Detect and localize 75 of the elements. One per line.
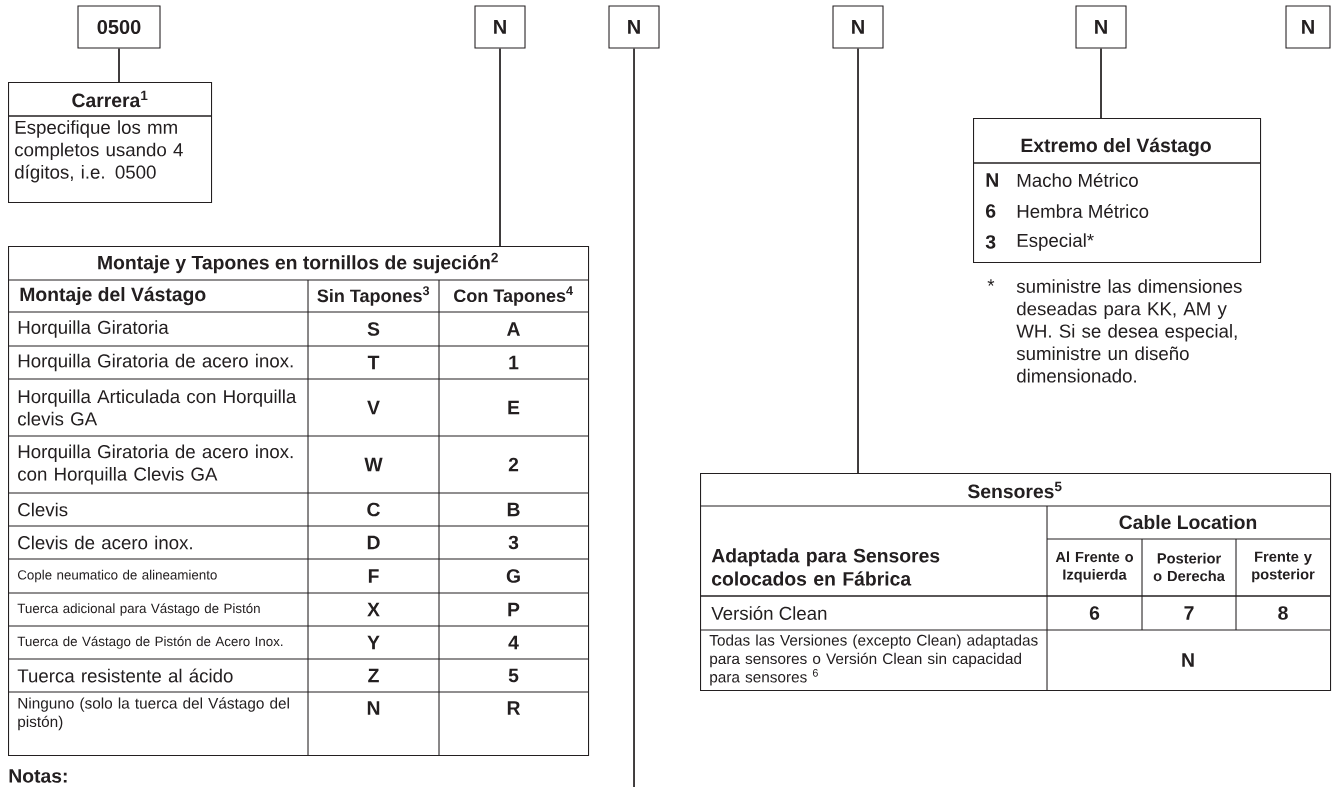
column-header: Posterior o Derecha bbox=[1153, 552, 1225, 582]
code-letter: 3 bbox=[985, 235, 996, 249]
table-cell: Tuerca de Vástago de Pistón de Acero Inox. bbox=[17, 636, 283, 649]
code-letter: 6 bbox=[1089, 606, 1100, 620]
code-letter: S bbox=[367, 322, 380, 336]
code-letter: N bbox=[1182, 653, 1194, 667]
code-letter: 4 bbox=[508, 635, 519, 650]
code-letter: D bbox=[367, 535, 380, 550]
table-cell: Clevis de acero inox. bbox=[18, 535, 192, 550]
table bbox=[8, 246, 590, 757]
code-box: 0500 bbox=[77, 5, 161, 49]
table-cell: Horquilla Giratoria bbox=[18, 320, 169, 338]
option-text: Macho Métrico bbox=[1017, 173, 1138, 187]
code-letter: Z bbox=[368, 668, 379, 683]
code-letter: 1 bbox=[509, 355, 519, 370]
table-cell: Ninguno (solo la tuerca del Vástago del pistón) bbox=[18, 697, 289, 731]
table bbox=[700, 473, 1332, 692]
table-title: Sensores$^{5}$ bbox=[967, 481, 1062, 499]
code-letter: T bbox=[367, 355, 380, 370]
table-cell: Cople neumatico de alineamiento bbox=[17, 569, 217, 583]
connector-line bbox=[118, 47, 120, 83]
table-cell: Horquilla Articulada con Horquilla clevis GA bbox=[18, 389, 297, 426]
connector-line bbox=[499, 47, 501, 247]
column-header: Al Frente o Izquierda bbox=[1055, 551, 1134, 583]
box-text: Especifique los mm completos usando 4 dígitos, i.e. 0500 bbox=[15, 120, 183, 183]
code-letter: R bbox=[507, 701, 521, 715]
column-header: Adaptada para Sensores colocados en Fábrica bbox=[711, 548, 940, 586]
column-header: Cable Location bbox=[1119, 514, 1257, 530]
code-letter: X bbox=[367, 602, 380, 617]
code-letter: Y bbox=[367, 635, 380, 650]
key-box bbox=[972, 118, 1262, 264]
column-header: Con Tapones$^{4}$ bbox=[454, 286, 573, 306]
code-letter: 6 bbox=[986, 204, 996, 218]
column-header: Frente y posterior bbox=[1252, 551, 1315, 583]
table-cell: Tuerca adicional para Vástago de Pistón bbox=[17, 603, 260, 616]
code-box: N bbox=[832, 5, 884, 49]
code-box: N bbox=[1285, 5, 1331, 49]
code-box: N bbox=[1075, 5, 1127, 49]
code-letter: G bbox=[506, 569, 520, 583]
column-header: Montaje del Vástago bbox=[20, 286, 206, 306]
footnote-mark: * bbox=[987, 279, 995, 286]
connector-line bbox=[633, 47, 635, 787]
code-letter: 3 bbox=[508, 535, 519, 550]
code-letter: W bbox=[364, 457, 383, 472]
code-letter: P bbox=[508, 602, 520, 617]
table-title: Montaje y Tapones en tornillos de sujeción$^{2}$ bbox=[98, 252, 498, 274]
footnote-text: suministre las dimensiones deseadas para KK, AM y WH. Si se desea especial, suministre un diseño dimensionado. bbox=[1016, 279, 1242, 383]
column-header: Sin Tapones$^{3}$ bbox=[317, 286, 430, 306]
connector-line bbox=[857, 47, 859, 474]
connector-line bbox=[1100, 47, 1102, 119]
code-letter: 5 bbox=[508, 668, 519, 683]
box-title: Extremo del Vástago bbox=[1021, 137, 1211, 157]
code-letter: V bbox=[367, 400, 380, 415]
code-letter: N bbox=[986, 173, 998, 187]
code-letter: F bbox=[368, 569, 379, 583]
code-box: N bbox=[608, 5, 660, 49]
table-cell: Tuerca resistente al ácido bbox=[17, 668, 233, 683]
code-box: N bbox=[474, 5, 526, 49]
table-cell: Versión Clean bbox=[711, 606, 827, 620]
table-cell: Clevis bbox=[18, 502, 68, 517]
table-cell: Todas las Versiones (excepto Clean) adaptadas para sensores o Versión Clean sin capacidad para sensores $^{6}$ bbox=[709, 634, 1038, 686]
option-text: Especial* bbox=[1017, 233, 1094, 251]
option-text: Hembra Métrico bbox=[1017, 204, 1149, 218]
code-letter: A bbox=[507, 322, 520, 336]
code-letter: 2 bbox=[508, 457, 519, 472]
box-title: Carrera$^{1}$ bbox=[72, 90, 148, 108]
table-cell: Horquilla Giratoria de acero inox. bbox=[18, 353, 293, 372]
spec-box bbox=[7, 82, 213, 204]
code-letter: N bbox=[367, 701, 380, 715]
code-letter: C bbox=[367, 502, 380, 517]
code-letter: 7 bbox=[1184, 606, 1194, 620]
code-letter: E bbox=[508, 400, 520, 415]
table-cell: Horquilla Giratoria de acero inox. con Horquilla Clevis GA bbox=[18, 444, 293, 485]
code-letter: B bbox=[507, 502, 520, 517]
code-letter: 8 bbox=[1278, 606, 1288, 620]
